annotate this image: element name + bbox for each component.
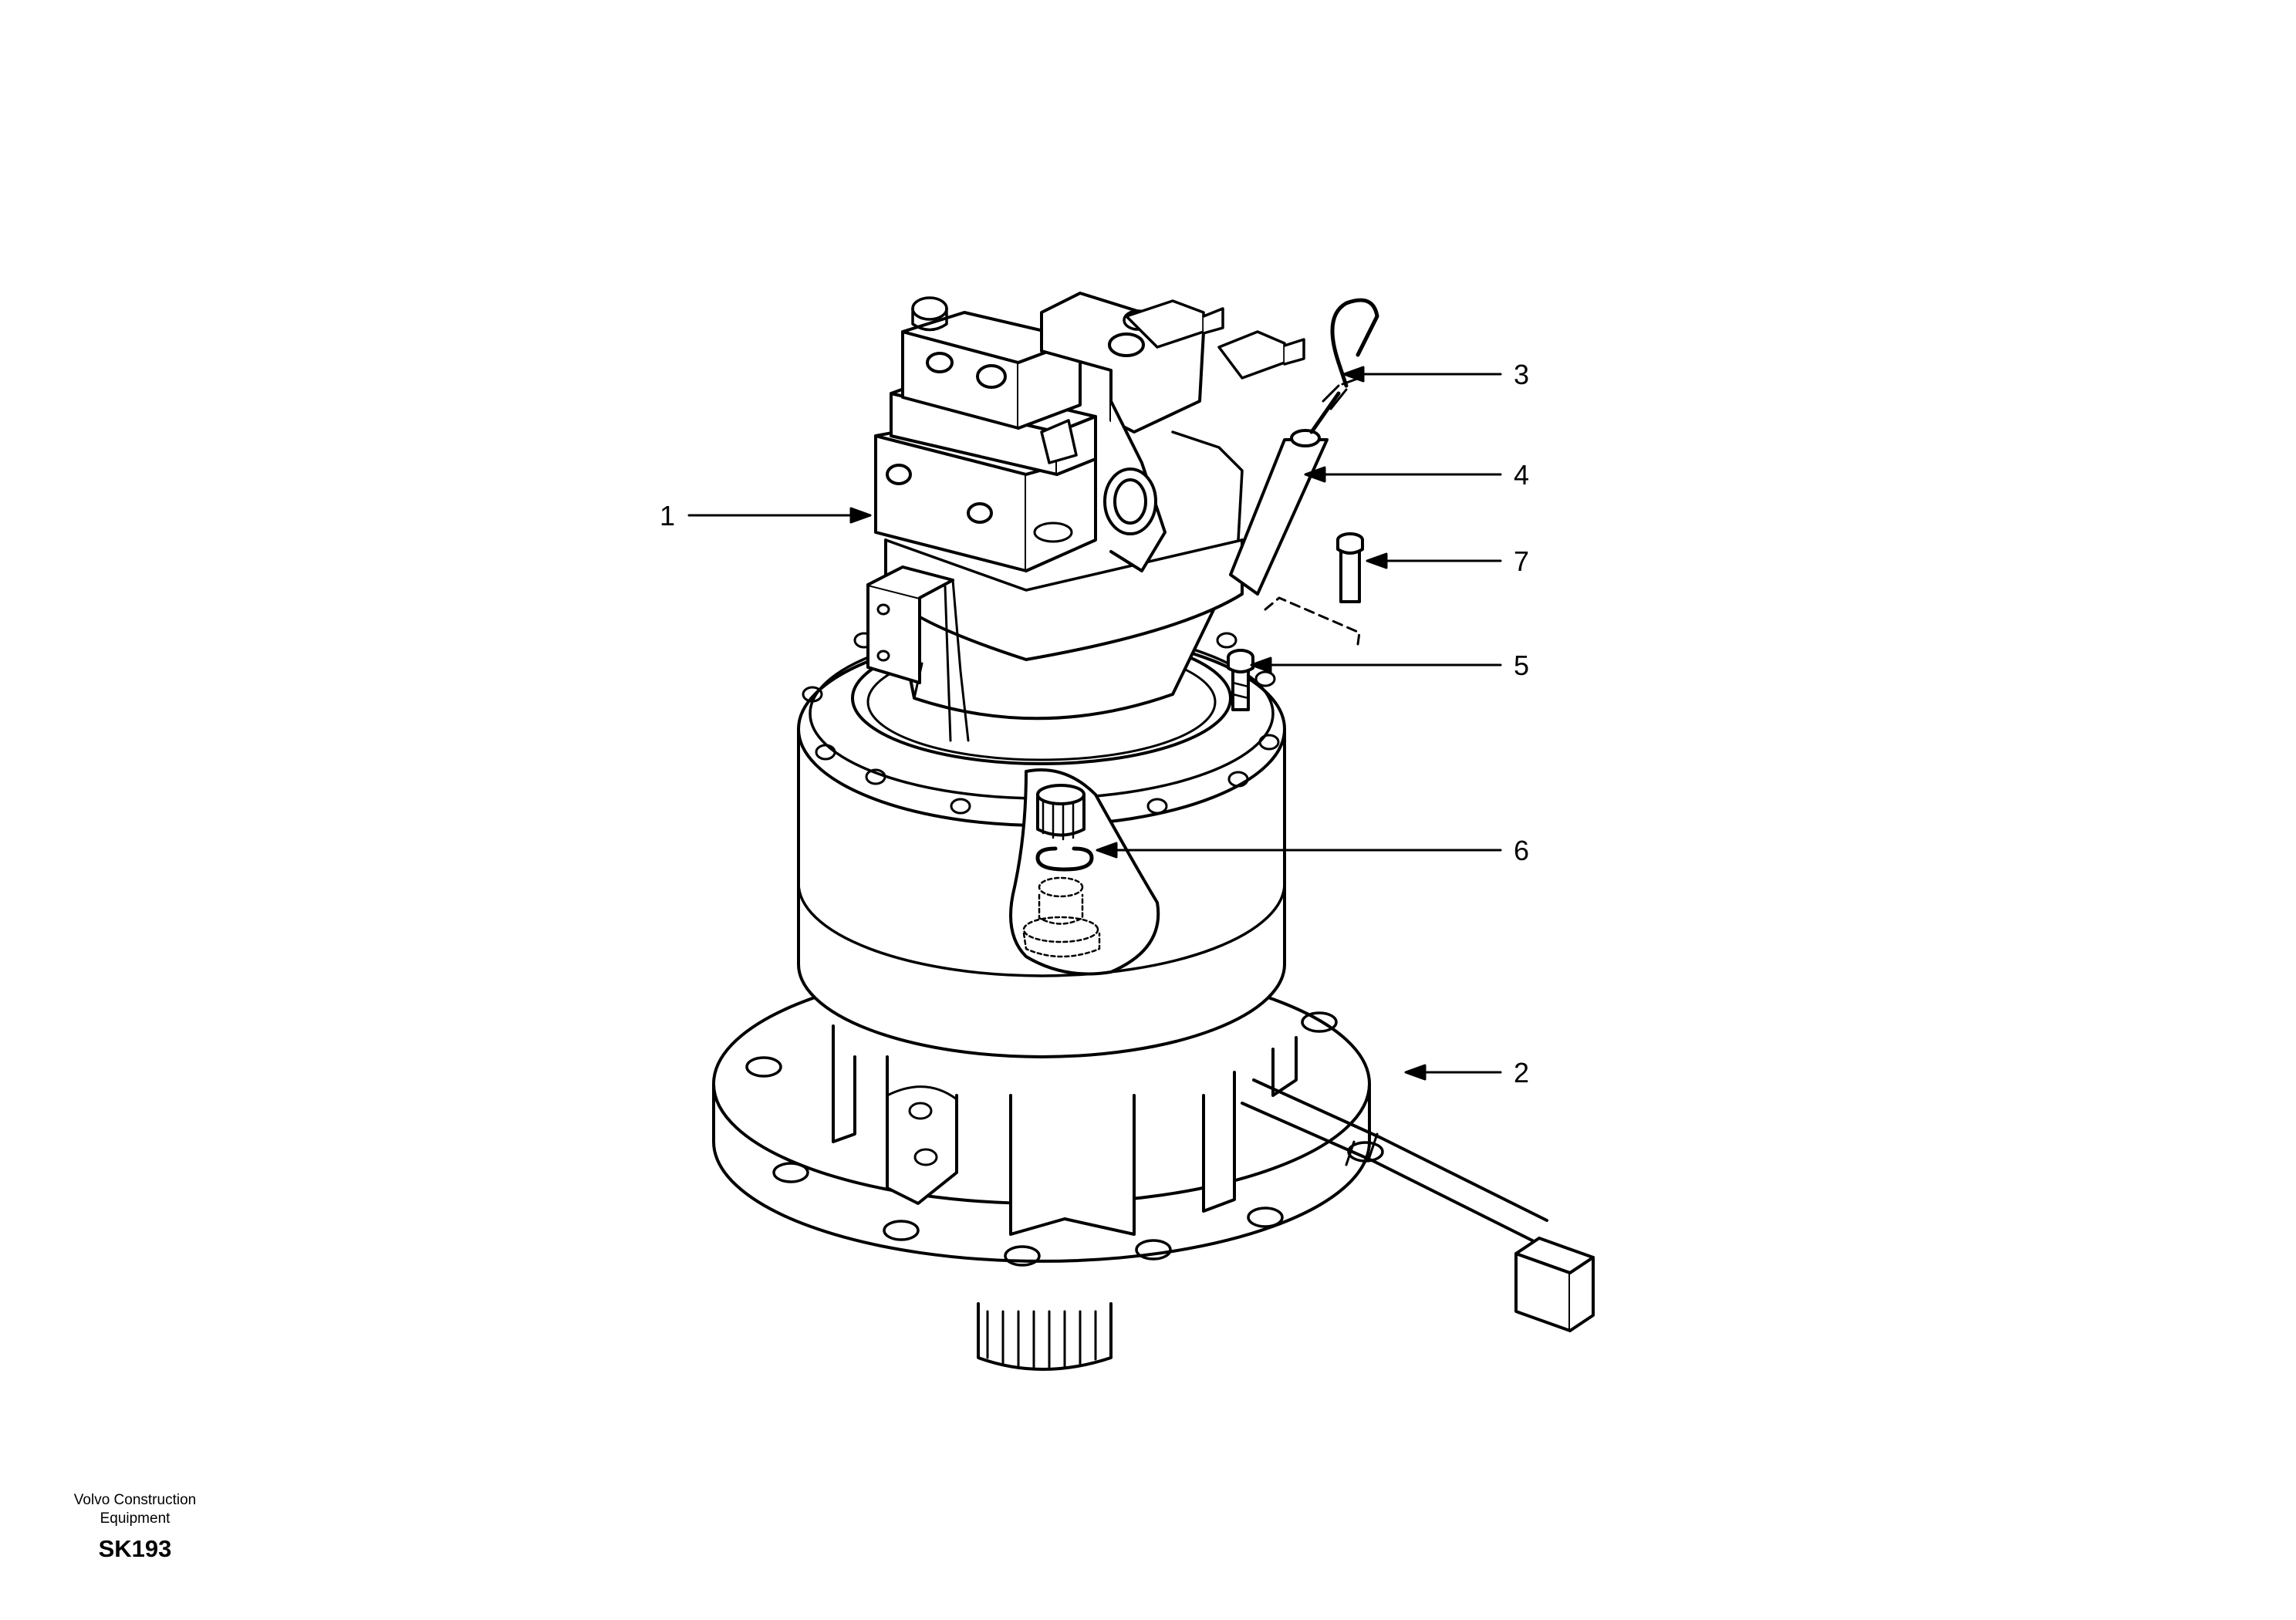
- valve-fittings: [911, 296, 1305, 464]
- reduction-housing: [832, 1024, 1298, 1236]
- publisher-label: Volvo Construction Equipment: [46, 1491, 224, 1528]
- install-path-dashed: [1264, 596, 1361, 646]
- level-gauge-tube: [1229, 384, 1348, 596]
- flange-bolt-holes: [745, 1011, 1384, 1267]
- callout-6: 6: [1514, 835, 1529, 866]
- pin-bolt: [1336, 532, 1364, 603]
- drum-cover-bolts: [802, 632, 1280, 815]
- publisher-line-2: Equipment: [100, 1510, 171, 1527]
- valve-block: [874, 292, 1305, 572]
- cutaway-window: [1009, 768, 1160, 976]
- socket-screw: [1227, 649, 1254, 711]
- callout-5: 5: [1514, 650, 1529, 681]
- callout-2: 2: [1514, 1057, 1529, 1088]
- callout-7: 7: [1514, 545, 1529, 577]
- sensor-bracket: [866, 565, 970, 742]
- publisher-line-1: Volvo Construction: [73, 1492, 197, 1508]
- drawing-code: SK193: [98, 1535, 172, 1562]
- drain-hose: [1241, 1078, 1595, 1332]
- callout-4: 4: [1514, 459, 1529, 491]
- callout-1: 1: [660, 500, 675, 532]
- leader-lines: [687, 366, 1502, 1081]
- hydraulic-motor-body: [884, 538, 1244, 721]
- callout-3: 3: [1514, 359, 1529, 390]
- pinion-gear: [977, 1302, 1113, 1371]
- retaining-ring: [1035, 846, 1094, 872]
